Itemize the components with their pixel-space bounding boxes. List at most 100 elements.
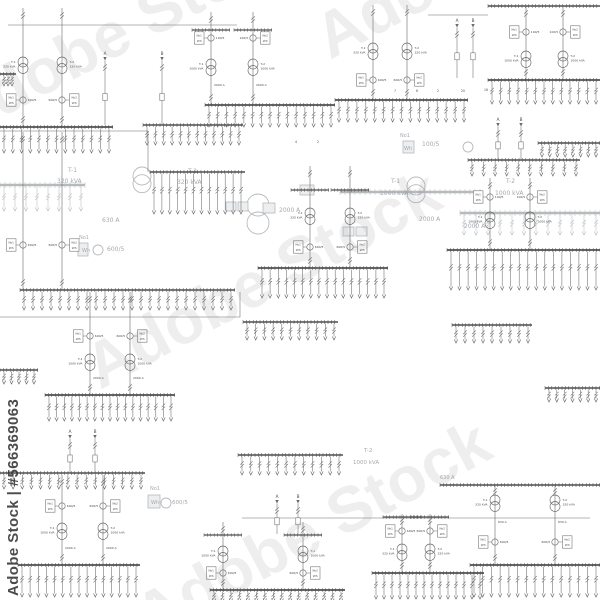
phase-letter: A	[102, 51, 108, 125]
svg-text:20: 20	[461, 89, 465, 93]
svg-text:T-2: T-2	[562, 498, 568, 502]
svg-text:Wh: Wh	[48, 507, 53, 511]
busbar	[142, 123, 243, 146]
svg-text:Wh: Wh	[263, 39, 268, 43]
svg-text:T-1: T-1	[513, 54, 519, 58]
svg-text:No1: No1	[400, 133, 410, 139]
svg-text:2000 A: 2000 A	[93, 376, 105, 380]
svg-text:No1: No1	[197, 33, 203, 37]
svg-text:Wh: Wh	[481, 543, 486, 547]
svg-text:B: B	[520, 117, 523, 122]
svg-text:T-2: T-2	[505, 178, 515, 185]
svg-text:No1: No1	[512, 27, 518, 31]
svg-text:Wh: Wh	[573, 33, 578, 37]
svg-text:320 kVA: 320 kVA	[177, 179, 203, 186]
svg-text:No2: No2	[72, 95, 78, 99]
svg-text:T-2: T-2	[437, 547, 443, 551]
svg-text:6: 6	[416, 89, 418, 93]
svg-text:2000 A: 2000 A	[464, 223, 486, 230]
phase-letter: A	[495, 117, 501, 159]
svg-text:Wh: Wh	[359, 81, 364, 85]
svg-text:T-1: T-1	[310, 549, 316, 553]
svg-text:T-2: T-2	[137, 357, 143, 361]
svg-text:600/5: 600/5	[378, 78, 387, 82]
svg-text:Wh: Wh	[197, 39, 202, 43]
svg-text:Wh: Wh	[151, 500, 159, 506]
svg-text:Wh: Wh	[388, 532, 393, 536]
svg-text:No2: No2	[417, 75, 423, 79]
busbar	[439, 483, 600, 487]
svg-text:T-1: T-1	[482, 498, 488, 502]
svg-text:630 A: 630 A	[498, 520, 508, 524]
svg-text:2: 2	[437, 89, 439, 93]
svg-text:600/5: 600/5	[500, 540, 509, 544]
svg-text:Wh: Wh	[313, 574, 318, 578]
svg-text:No1: No1	[48, 501, 54, 505]
svg-text:600/5: 600/5	[28, 98, 37, 102]
svg-text:A: A	[497, 117, 500, 122]
svg-text:T-1: T-1	[389, 547, 395, 551]
busbar	[544, 386, 600, 403]
svg-text:320 kVA: 320 kVA	[353, 51, 366, 55]
svg-text:2000 A: 2000 A	[419, 216, 441, 223]
svg-text:600/5: 600/5	[337, 245, 346, 249]
svg-text:7: 7	[394, 89, 396, 93]
svg-text:No2: No2	[72, 240, 78, 244]
svg-text:320 kVA: 320 kVA	[475, 503, 488, 507]
svg-text:100/5: 100/5	[240, 36, 249, 40]
svg-text:T-2: T-2	[69, 60, 75, 64]
svg-text:600/5: 600/5	[90, 504, 99, 508]
svg-text:B: B	[161, 51, 164, 56]
svg-text:600/5: 600/5	[290, 571, 299, 575]
svg-text:320 kVA: 320 kVA	[438, 552, 451, 556]
svg-text:1000 kVA: 1000 kVA	[468, 220, 483, 224]
svg-text:600/5: 600/5	[172, 500, 188, 506]
svg-text:No1: No1	[296, 242, 302, 246]
svg-text:600/5: 600/5	[315, 245, 324, 249]
svg-text:T-1: T-1	[77, 357, 83, 361]
busbar	[237, 453, 343, 476]
busbar	[537, 141, 600, 158]
svg-text:T-1: T-1	[49, 526, 55, 530]
busbar	[467, 158, 580, 177]
svg-text:630 A: 630 A	[440, 475, 455, 481]
svg-text:No1: No1	[79, 235, 89, 241]
busbar	[0, 368, 38, 385]
svg-text:1000 kVA: 1000 kVA	[138, 362, 153, 366]
svg-text:Wh: Wh	[9, 101, 14, 105]
svg-text:B: B	[94, 429, 97, 434]
phase-letter: B	[159, 51, 165, 125]
svg-text:Wh: Wh	[540, 198, 545, 202]
svg-text:16: 16	[484, 88, 488, 92]
busbar	[451, 323, 532, 344]
phase-letter: B	[470, 18, 476, 78]
svg-text:1000 kVA: 1000 kVA	[68, 362, 83, 366]
svg-text:T-1: T-1	[360, 46, 366, 50]
svg-text:No1: No1	[209, 568, 215, 572]
svg-text:A: A	[69, 429, 72, 434]
svg-text:T-1: T-1	[198, 62, 204, 66]
svg-text:No2: No2	[573, 27, 579, 31]
svg-text:No2: No2	[540, 192, 546, 196]
busbar	[19, 288, 235, 311]
svg-text:Wh: Wh	[296, 248, 301, 252]
svg-text:Wh: Wh	[512, 33, 517, 37]
svg-text:600/5: 600/5	[228, 571, 237, 575]
phase-letter: A	[67, 429, 73, 473]
watermark-id-text: Adobe Stock | #566369063	[5, 399, 22, 596]
svg-text:T-1: T-1	[477, 215, 483, 219]
svg-text:4: 4	[295, 140, 297, 144]
svg-text:No2: No2	[565, 537, 571, 541]
svg-text:600/5: 600/5	[28, 243, 37, 247]
svg-text:1000 kVA: 1000 kVA	[311, 554, 326, 558]
svg-text:T-2: T-2	[260, 62, 266, 66]
svg-text:2000 A: 2000 A	[279, 207, 301, 214]
